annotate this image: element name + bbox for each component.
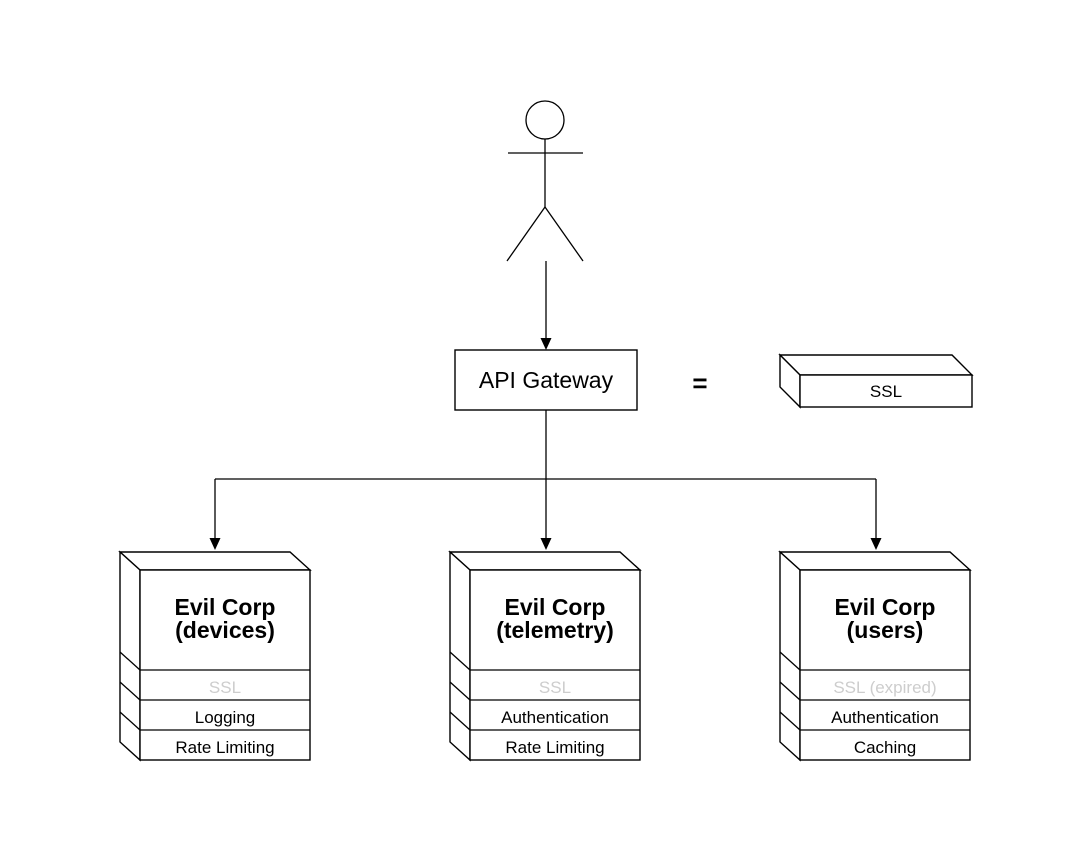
- stack-layer-label: Authentication: [501, 708, 609, 727]
- arrow-actor-to-gateway: [540, 261, 552, 350]
- stack-front-face: [139, 569, 311, 761]
- api-gateway-node: API Gateway: [454, 349, 638, 411]
- stack-title-line1: Evil Corp: [505, 594, 606, 620]
- layer-divider-side: [449, 681, 471, 701]
- arrowhead-icon: [540, 338, 552, 350]
- stack-title-line1: Evil Corp: [175, 594, 276, 620]
- layer-divider-side: [119, 681, 141, 701]
- stack-top-face: [778, 551, 972, 571]
- legend-slab-label: SSL: [870, 382, 902, 401]
- layer-divider-side: [449, 711, 471, 731]
- arrowhead-middle-icon: [540, 538, 552, 550]
- actor-head: [525, 100, 565, 140]
- user-actor-icon: [506, 100, 584, 262]
- stack-left-face: [779, 550, 801, 762]
- actor-left-leg: [506, 206, 546, 262]
- stack-telemetry: Evil Corp (telemetry) SSL Authentication…: [448, 550, 642, 762]
- stack-layer-label: SSL: [539, 678, 571, 697]
- layer-divider-side: [779, 711, 801, 731]
- equals-sign: =: [692, 368, 707, 398]
- stack-title-line2: (users): [847, 617, 924, 643]
- stack-devices: Evil Corp (devices) SSL Logging Rate Lim…: [118, 550, 312, 762]
- stack-top-face: [448, 551, 642, 571]
- stack-front-face: [469, 569, 641, 761]
- legend-ssl-slab: SSL: [778, 353, 974, 409]
- stack-layer-label: Rate Limiting: [505, 738, 604, 757]
- api-gateway-box: [454, 349, 638, 411]
- api-gateway-label: API Gateway: [479, 367, 614, 393]
- stack-left-face: [119, 550, 141, 762]
- slab-front-face: [799, 374, 973, 408]
- stack-users: Evil Corp (users) SSL (expired) Authenti…: [778, 550, 972, 762]
- stack-left-face: [449, 550, 471, 762]
- layer-divider-side: [119, 711, 141, 731]
- stack-layer-label: Logging: [195, 708, 256, 727]
- actor-right-leg: [544, 206, 584, 262]
- stack-title-line1: Evil Corp: [835, 594, 936, 620]
- stack-layer-label: Rate Limiting: [175, 738, 274, 757]
- stack-title-line2: (devices): [175, 617, 275, 643]
- connector-tree: [209, 410, 882, 550]
- stack-title-line2: (telemetry): [496, 617, 614, 643]
- stack-top-face: [118, 551, 312, 571]
- arrowhead-right-icon: [870, 538, 882, 550]
- stack-front-face: [799, 569, 971, 761]
- layer-divider-side: [779, 681, 801, 701]
- stack-layer-label: SSL (expired): [833, 678, 936, 697]
- arrowhead-left-icon: [209, 538, 221, 550]
- layer-divider-side: [779, 651, 801, 671]
- stack-layer-label: SSL: [209, 678, 241, 697]
- stack-layer-label: Authentication: [831, 708, 939, 727]
- slab-top-face: [778, 354, 974, 376]
- layer-divider-side: [449, 651, 471, 671]
- legend: = SSL: [692, 353, 974, 409]
- stack-layer-label: Caching: [854, 738, 916, 757]
- layer-divider-side: [119, 651, 141, 671]
